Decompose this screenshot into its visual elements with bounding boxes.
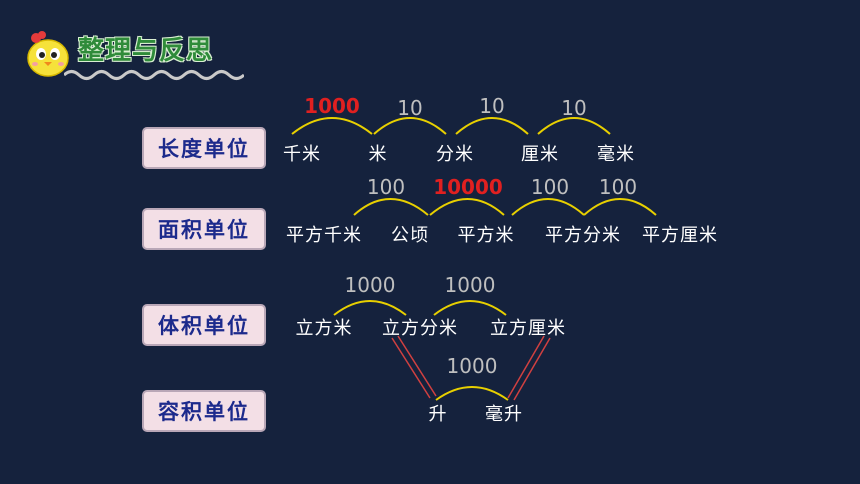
link-liter-cubic-dm	[391, 335, 437, 399]
unit-dm: 分米	[436, 144, 474, 165]
rate-area-4: 100	[598, 175, 638, 199]
arc-length-2	[373, 117, 447, 135]
arc-area-1	[353, 198, 429, 216]
unit-sq-dm: 平方分米	[545, 225, 621, 246]
category-area[interactable]: 面积单位	[142, 208, 266, 250]
arc-volume-2	[433, 300, 507, 316]
rate-length-4: 10	[561, 96, 587, 120]
page-title: 整理与反思	[78, 36, 214, 66]
category-capacity-label: 容积单位	[158, 400, 250, 424]
unit-cubic-dm: 立方分米	[382, 318, 458, 339]
rate-volume-2: 1000	[444, 273, 496, 297]
category-capacity[interactable]: 容积单位	[142, 390, 266, 432]
unit-mm: 毫米	[597, 144, 635, 165]
chick-icon	[27, 31, 69, 77]
rate-volume-1: 1000	[344, 273, 396, 297]
rate-area-3: 100	[530, 175, 570, 199]
unit-sq-m: 平方米	[457, 225, 515, 246]
rate-capacity-1: 1000	[446, 354, 498, 378]
unit-cm: 厘米	[521, 144, 559, 165]
rate-length-2: 10	[397, 96, 423, 120]
category-volume-label: 体积单位	[158, 314, 250, 338]
unit-m: 米	[368, 144, 388, 165]
arc-volume-1	[333, 300, 407, 316]
rate-length-3: 10	[479, 94, 505, 118]
rate-length-1: 1000	[304, 94, 360, 118]
category-length[interactable]: 长度单位	[142, 127, 266, 169]
title-underline-wave	[64, 70, 244, 80]
unit-liter: 升	[428, 404, 448, 425]
rate-area-2: 10000	[433, 175, 503, 199]
arc-length-1	[291, 117, 373, 135]
rate-area-1: 100	[366, 175, 406, 199]
unit-cubic-m: 立方米	[295, 318, 353, 339]
arc-area-2	[429, 198, 505, 216]
unit-km: 千米	[283, 144, 321, 165]
unit-hectare: 公顷	[391, 225, 429, 246]
unit-sq-km: 平方千米	[286, 225, 362, 246]
arc-area-3	[511, 198, 585, 216]
link-ml-cubic-cm	[507, 335, 551, 401]
category-area-label: 面积单位	[158, 218, 250, 242]
arc-capacity-1	[435, 386, 509, 401]
category-volume[interactable]: 体积单位	[142, 304, 266, 346]
unit-sq-cm: 平方厘米	[642, 225, 718, 246]
arc-area-4	[583, 198, 657, 216]
unit-ml: 毫升	[485, 404, 523, 425]
unit-cubic-cm: 立方厘米	[490, 318, 566, 339]
category-length-label: 长度单位	[158, 137, 250, 161]
arc-length-4	[537, 117, 611, 135]
arc-length-3	[455, 117, 529, 135]
